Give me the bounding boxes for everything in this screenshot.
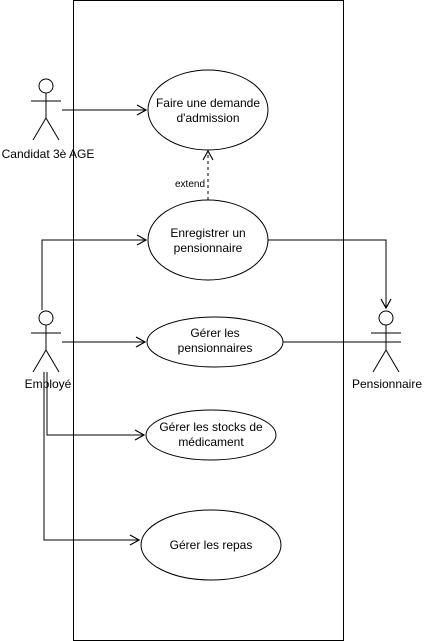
actor-candidat-label: Candidat 3è AGE — [2, 147, 95, 161]
usecase-stocks-line2: médicament — [178, 435, 244, 449]
extend-label: extend — [175, 179, 205, 190]
assoc-employe-enregistrer — [41, 234, 148, 310]
actor-employe — [31, 310, 61, 373]
usecase-demande-line1: Faire une demande — [156, 96, 260, 110]
usecase-demande-line2: d'admission — [177, 111, 240, 125]
usecase-enregistrer-line2: pensionnaire — [174, 241, 243, 255]
assoc-employe-stocks — [46, 372, 146, 441]
usecase-gerer-repas — [140, 509, 282, 581]
usecase-enregistrer-pensionnaire — [147, 199, 269, 281]
usecase-repas-label: Gérer les repas — [170, 538, 253, 552]
actor-employe-label: Employé — [25, 377, 72, 391]
usecase-gerer-stocks — [145, 409, 277, 461]
usecase-gerer-pens-line1: Gérer les — [190, 326, 239, 340]
usecase-enregistrer-line1: Enregistrer un — [170, 226, 245, 240]
usecase-demande-admission — [147, 69, 269, 151]
actor-pensionnaire — [371, 310, 401, 373]
actor-pensionnaire-label: Pensionnaire — [352, 377, 422, 391]
assoc-employe-repas — [43, 372, 141, 546]
usecase-gerer-pens-line2: pensionnaires — [178, 341, 253, 355]
actor-candidat — [31, 78, 61, 141]
assoc-enregistrer-pensionnaire — [268, 239, 392, 310]
usecase-stocks-line1: Gérer les stocks de — [159, 420, 263, 434]
